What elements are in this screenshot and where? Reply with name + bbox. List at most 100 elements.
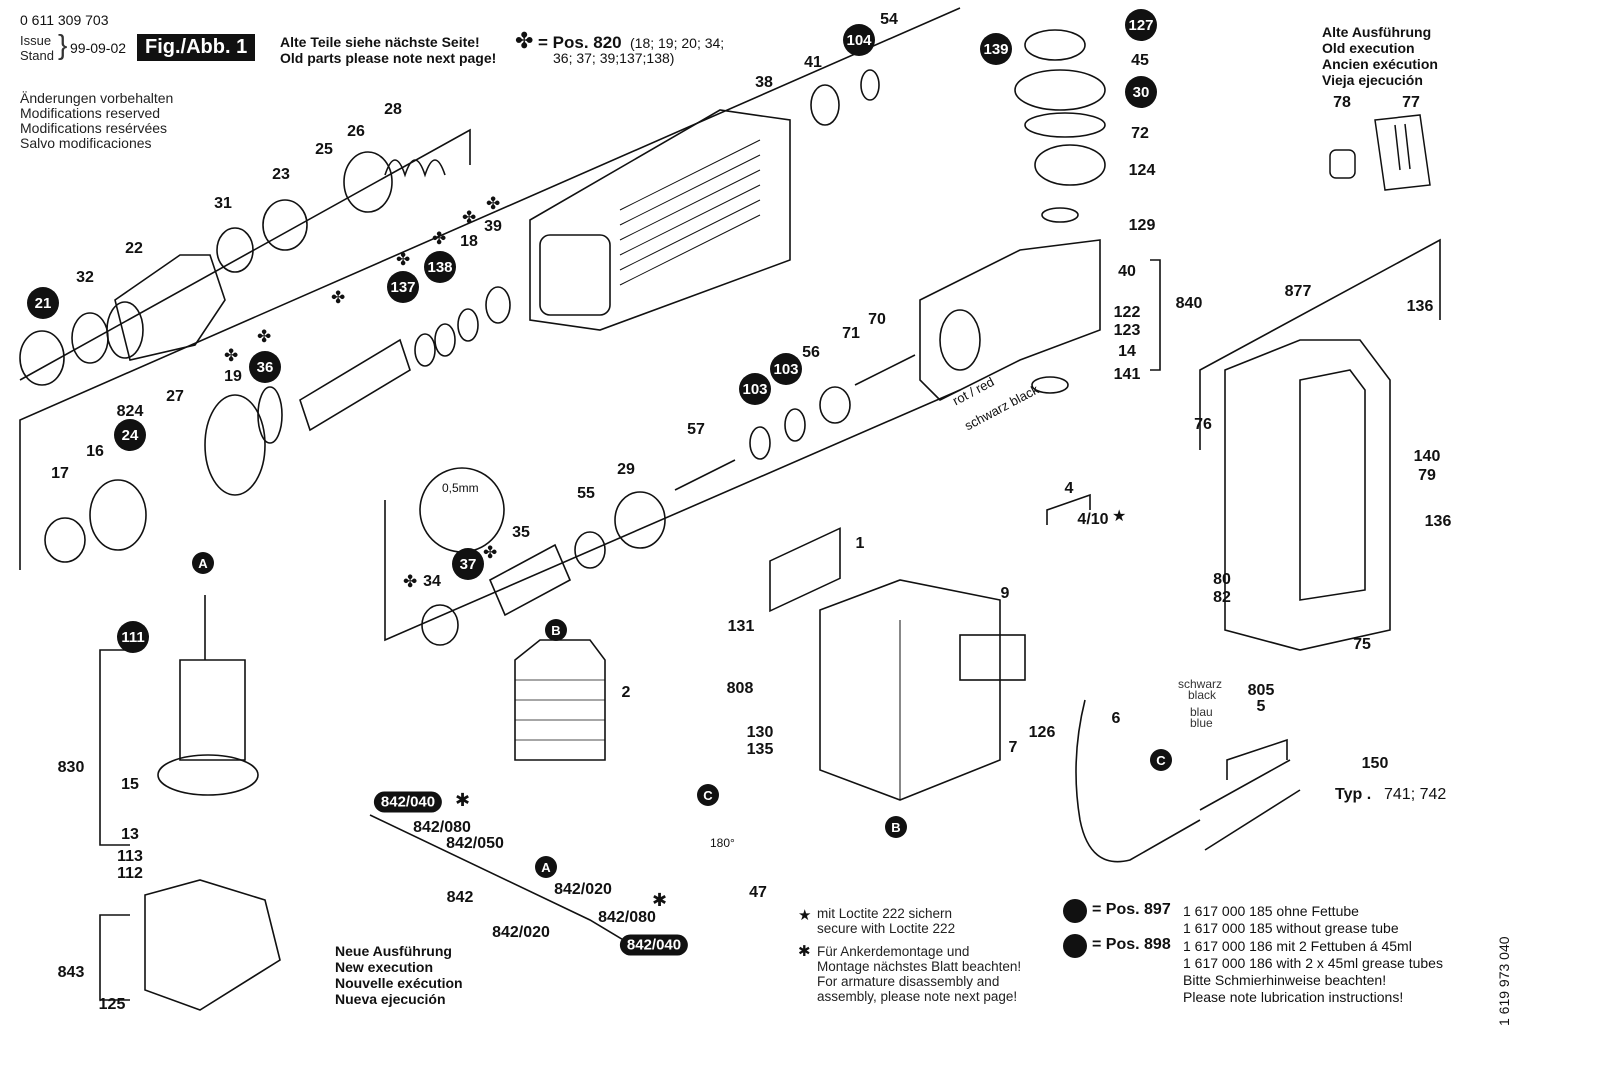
part-label-842-050[interactable]: 842/050 [446, 835, 504, 852]
part-label-840[interactable]: 840 [1175, 295, 1203, 312]
part-label-72[interactable]: 72 [1131, 125, 1149, 142]
part-label-843[interactable]: 843 [57, 964, 85, 981]
part-label-80[interactable]: 80 [1213, 571, 1231, 588]
part-label-135[interactable]: 135 [746, 741, 774, 758]
part-label-140[interactable]: 140 [1413, 448, 1441, 465]
part-label-131[interactable]: 131 [727, 618, 755, 635]
ref-c-wires[interactable]: C [1150, 749, 1172, 771]
part-label-9[interactable]: 9 [1000, 585, 1010, 602]
part-label-113[interactable]: 113 [117, 848, 143, 865]
part-label-112[interactable]: 112 [117, 865, 143, 882]
callout-139[interactable]: 139 [980, 33, 1012, 65]
part-pill-842-040-b[interactable]: 842/040 [619, 934, 689, 956]
part-label-122[interactable]: 122 [1113, 304, 1141, 321]
callout-30[interactable]: 30 [1125, 76, 1157, 108]
callout-103-b[interactable]: 103 [770, 353, 802, 385]
ref-a-armature[interactable]: A [192, 552, 214, 574]
part-label-13[interactable]: 13 [121, 826, 139, 843]
part-label-4[interactable]: 4 [1064, 480, 1074, 497]
part-label-45[interactable]: 45 [1131, 52, 1149, 69]
part-label-25[interactable]: 25 [315, 141, 333, 158]
callout-127[interactable]: 127 [1125, 9, 1157, 41]
part-label-7[interactable]: 7 [1008, 739, 1018, 756]
ref-c-brush[interactable]: C [697, 784, 719, 806]
part-label-56[interactable]: 56 [802, 344, 820, 361]
part-label-82[interactable]: 82 [1213, 589, 1231, 606]
part-label-129[interactable]: 129 [1128, 217, 1156, 234]
callout-111[interactable]: 111 [117, 621, 149, 653]
ref-a-brush[interactable]: A [535, 856, 557, 878]
callout-24[interactable]: 24 [114, 419, 146, 451]
callout-138[interactable]: 138 [424, 251, 456, 283]
bracket-5 [1226, 738, 1288, 780]
part-label-19[interactable]: 19 [224, 368, 242, 385]
part-label-35[interactable]: 35 [512, 524, 530, 541]
part-label-136-upper[interactable]: 136 [1406, 298, 1434, 315]
callout-21[interactable]: 21 [27, 287, 59, 319]
part-label-29[interactable]: 29 [617, 461, 635, 478]
part-label-126[interactable]: 126 [1028, 724, 1056, 741]
part-label-40[interactable]: 40 [1118, 263, 1136, 280]
part-label-150[interactable]: 150 [1361, 755, 1389, 772]
part-label-34[interactable]: 34 [423, 573, 441, 590]
part-label-28[interactable]: 28 [384, 101, 402, 118]
part-label-76[interactable]: 76 [1194, 416, 1212, 433]
part-label-842-080-b[interactable]: 842/080 [598, 909, 656, 926]
part-label-47[interactable]: 47 [749, 884, 767, 901]
part-label-78[interactable]: 78 [1333, 94, 1351, 111]
ref-b-housing[interactable]: B [885, 816, 907, 838]
callout-36[interactable]: 36 [249, 351, 281, 383]
part-label-55[interactable]: 55 [577, 485, 595, 502]
part-label-842[interactable]: 842 [446, 889, 474, 906]
callout-104[interactable]: 104 [843, 24, 875, 56]
part-label-4-10[interactable]: 4/10 [1077, 511, 1109, 528]
part-label-830[interactable]: 830 [57, 759, 85, 776]
part-label-14[interactable]: 14 [1118, 343, 1136, 360]
part-label-2[interactable]: 2 [621, 684, 631, 701]
part-label-79[interactable]: 79 [1418, 467, 1436, 484]
part-label-124[interactable]: 124 [1128, 162, 1156, 179]
part-label-27[interactable]: 27 [166, 388, 184, 405]
part-label-23[interactable]: 23 [272, 166, 290, 183]
part-label-877[interactable]: 877 [1284, 283, 1312, 300]
part-label-77[interactable]: 77 [1402, 94, 1420, 111]
part-29-spring [614, 491, 666, 549]
part-label-41[interactable]: 41 [804, 54, 822, 71]
part-label-123[interactable]: 123 [1113, 322, 1141, 339]
part-label-136-lower[interactable]: 136 [1424, 513, 1452, 530]
part-label-15[interactable]: 15 [121, 776, 139, 793]
part-label-32[interactable]: 32 [76, 269, 94, 286]
part-label-1[interactable]: 1 [855, 535, 865, 552]
part-label-842-020-b[interactable]: 842/020 [492, 924, 550, 941]
part-label-16[interactable]: 16 [86, 443, 104, 460]
part-label-18[interactable]: 18 [460, 233, 478, 250]
part-label-71[interactable]: 71 [842, 325, 860, 342]
part-label-130[interactable]: 130 [746, 724, 774, 741]
part-label-54[interactable]: 54 [880, 11, 898, 28]
part-label-38[interactable]: 38 [755, 74, 773, 91]
ref-b-stator[interactable]: B [545, 619, 567, 641]
part-label-22[interactable]: 22 [125, 240, 143, 257]
part-label-824[interactable]: 824 [116, 403, 144, 420]
part-label-70[interactable]: 70 [868, 311, 886, 328]
part-label-125[interactable]: 125 [98, 996, 126, 1013]
part-label-805[interactable]: 805 [1247, 682, 1275, 699]
part-label-75[interactable]: 75 [1353, 636, 1371, 653]
part-pill-842-040-a[interactable]: 842/040 [373, 791, 443, 813]
part-label-5[interactable]: 5 [1256, 698, 1266, 715]
part-label-39[interactable]: 39 [484, 218, 502, 235]
callout-37[interactable]: 37 [452, 548, 484, 580]
part-label-17[interactable]: 17 [51, 465, 69, 482]
callout-137[interactable]: 137 [387, 271, 419, 303]
part-41-shape [810, 84, 840, 126]
part-103b-ring [784, 408, 806, 442]
part-label-842-020-a[interactable]: 842/020 [554, 881, 612, 898]
part-label-141[interactable]: 141 [1113, 366, 1141, 383]
part-label-6[interactable]: 6 [1111, 710, 1121, 727]
part-label-842-080-a[interactable]: 842/080 [413, 819, 471, 836]
part-label-57[interactable]: 57 [687, 421, 705, 438]
part-label-808[interactable]: 808 [726, 680, 754, 697]
part-label-26[interactable]: 26 [347, 123, 365, 140]
part-label-31[interactable]: 31 [214, 195, 232, 212]
callout-103-a[interactable]: 103 [739, 373, 771, 405]
